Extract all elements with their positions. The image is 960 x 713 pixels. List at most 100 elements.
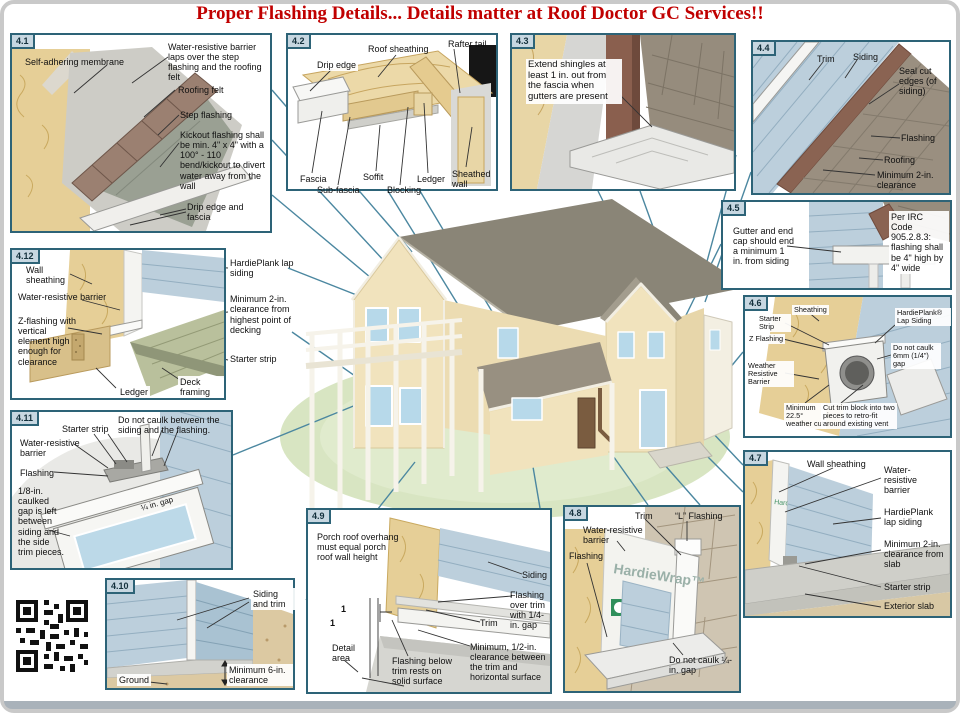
panel-illustration: Hardie bbox=[745, 459, 950, 616]
callout-label: Water-resistive barrier laps over the st… bbox=[168, 42, 262, 83]
callout-label: Trim bbox=[480, 618, 498, 628]
callout-label: Flashing over trim with 1/4-in. gap bbox=[510, 590, 546, 631]
panel-4-9: 4.9 Porch roof overhang must equal porch… bbox=[306, 508, 552, 694]
callout-label: Per IRC Code 905.2.8.3: flashing shall b… bbox=[889, 211, 949, 274]
callout-label: Water-resistive barrier bbox=[20, 438, 80, 459]
callout-label: Ledger bbox=[417, 174, 446, 184]
panel-number-badge: 4.4 bbox=[751, 40, 776, 56]
callout-label: Starter strip bbox=[884, 582, 931, 592]
callout-label: Blocking bbox=[387, 185, 422, 195]
callout-label: Starter strip bbox=[230, 354, 277, 364]
callout-label: Minimum 2-in. clearance bbox=[877, 170, 934, 191]
callout-label: Drip edge bbox=[315, 59, 359, 72]
callout-label: Flashing bbox=[569, 551, 604, 561]
callout-label: HardiePlank lap siding bbox=[230, 258, 294, 279]
callout-label: HardiePlank® Lap Siding bbox=[895, 308, 951, 327]
panel-4-12: 4.12 Wall sheathing Water-resistive barr… bbox=[10, 248, 226, 400]
callout-label: Detail area bbox=[332, 643, 356, 664]
panel-number-badge: 4.12 bbox=[10, 248, 40, 264]
panel-number-badge: 4.3 bbox=[510, 33, 535, 49]
callout-label: Rafter tail bbox=[448, 39, 487, 49]
callout-label: Step flashing bbox=[180, 110, 233, 120]
callout-label: Fascia bbox=[300, 174, 327, 184]
panel-number-badge: 4.6 bbox=[743, 295, 768, 311]
callout-label: Minimum 2-in. clearance from highest poi… bbox=[230, 294, 292, 336]
panel-illustration bbox=[12, 412, 231, 568]
qr-code bbox=[12, 596, 92, 676]
callout-label: Water-resistive barrier bbox=[583, 525, 643, 546]
panel-illustration bbox=[292, 45, 496, 186]
callout-label: Kickout flashing shall be min. 4" x 4" w… bbox=[180, 130, 266, 191]
panel-number-badge: 4.5 bbox=[721, 200, 746, 216]
callout-label: Sheathed wall bbox=[452, 169, 491, 190]
panel-number-badge: 4.11 bbox=[10, 410, 40, 426]
callout-label: Sub-fascia bbox=[317, 185, 360, 195]
panel-illustration: HardieWrap™ bbox=[565, 507, 739, 691]
panel-4-6: 4.6 Sheathing Starter Strip Z Flashing W… bbox=[743, 295, 952, 438]
callout-label: Porch roof overhang must equal porch roo… bbox=[317, 532, 399, 563]
panel-number-badge: 4.2 bbox=[286, 33, 311, 49]
callout-label: Do not caulk 6mm (1/4") gap bbox=[891, 343, 941, 370]
callout-label: Minimum 2-in. clearance from slab bbox=[884, 539, 944, 570]
callout-label: Minimum, 1/2-in. clearance between the t… bbox=[470, 642, 546, 683]
panel-4-8: HardieWrap™ 4.8 Trim “L” Flashing Water-… bbox=[563, 505, 741, 693]
callout-label: Ground bbox=[117, 674, 152, 687]
callout-label: Soffit bbox=[363, 172, 384, 182]
dimension-label: 1 bbox=[341, 604, 347, 614]
panel-4-1: 4.1 Self-adhering membrane Water-resisti… bbox=[10, 33, 272, 233]
callout-label: “L” Flashing bbox=[675, 511, 723, 521]
panel-illustration bbox=[343, 517, 550, 692]
panel-number-badge: 4.10 bbox=[105, 578, 135, 594]
callout-label: Starter Strip bbox=[757, 314, 791, 333]
callout-label: Roofing bbox=[884, 155, 916, 165]
svg-text:Hardie: Hardie bbox=[774, 499, 795, 508]
callout-label: Deck framing bbox=[178, 376, 224, 399]
panel-4-3: 4.3 Extend shingles at least 1 in. out f… bbox=[510, 33, 736, 191]
deck-rails bbox=[305, 318, 463, 369]
callout-label: Cut trim block into two pieces to retro-… bbox=[821, 403, 897, 430]
bottom-bar bbox=[4, 701, 956, 709]
callout-label: Flashing bbox=[20, 468, 55, 478]
house-illustration bbox=[305, 199, 748, 516]
panel-number-badge: 4.8 bbox=[563, 505, 588, 521]
callout-label: Flashing bbox=[901, 133, 936, 143]
panel-4-5: 4.5 Gutter and end cap should end a mini… bbox=[721, 200, 952, 290]
callout-label: Wall sheathing bbox=[26, 265, 66, 286]
callout-label: Weather Resistive Barrier bbox=[746, 361, 794, 388]
callout-label: Z Flashing bbox=[747, 334, 786, 345]
panel-number-badge: 4.1 bbox=[10, 33, 35, 49]
callout-label: Gutter and end cap should end a minimum … bbox=[733, 226, 795, 267]
callout-label: Trim bbox=[817, 54, 835, 64]
callout-label: Roofing felt bbox=[178, 85, 224, 95]
callout-label: Wall sheathing bbox=[807, 459, 866, 469]
panel-4-4: 4.4 Trim Siding Seal cut edges (of sidin… bbox=[751, 40, 951, 195]
callout-label: Extend shingles at least 1 in. out from … bbox=[526, 59, 622, 104]
page-title: Proper Flashing Details... Details matte… bbox=[196, 3, 764, 24]
callout-label: Z-flashing with vertical element high en… bbox=[18, 316, 77, 367]
callout-label: Roof sheathing bbox=[368, 44, 429, 54]
dimension-label: 1 bbox=[330, 618, 336, 628]
callout-label: Minimum 22.5° weather cut bbox=[784, 403, 826, 430]
callout-label: Ledger bbox=[118, 386, 151, 399]
panel-4-11: 4.11 Starter strip Do not caulk between … bbox=[10, 410, 233, 570]
callout-label: Do not caulk ¼-in. gap bbox=[669, 655, 733, 676]
callout-label: Siding bbox=[522, 570, 548, 580]
callout-label: Starter strip bbox=[62, 424, 109, 434]
callout-label: Siding bbox=[853, 52, 879, 62]
callout-label: Self-adhering membrane bbox=[25, 57, 125, 67]
panel-4-7: Hardie 4.7 Wall sheathing Water-resistiv… bbox=[743, 450, 952, 618]
callout-label: Water-resistive barrier bbox=[884, 465, 918, 496]
callout-label: Minimum 6-in. clearance bbox=[227, 664, 293, 687]
callout-label: Flashing below trim rests on solid surfa… bbox=[392, 656, 453, 687]
panel-illustration bbox=[29, 250, 224, 396]
callout-label: Do not caulk between the siding and the … bbox=[118, 415, 220, 436]
callout-label: Seal cut edges (of siding) bbox=[899, 66, 937, 97]
panel-number-badge: 4.7 bbox=[743, 450, 768, 466]
callout-label: 1/8-in. caulked gap is left between sidi… bbox=[18, 486, 65, 557]
panel-illustration bbox=[12, 47, 253, 231]
callout-label: Siding and trim bbox=[251, 588, 295, 611]
panel-number-badge: 4.9 bbox=[306, 508, 331, 524]
callout-label: Exterior slab bbox=[884, 601, 935, 611]
